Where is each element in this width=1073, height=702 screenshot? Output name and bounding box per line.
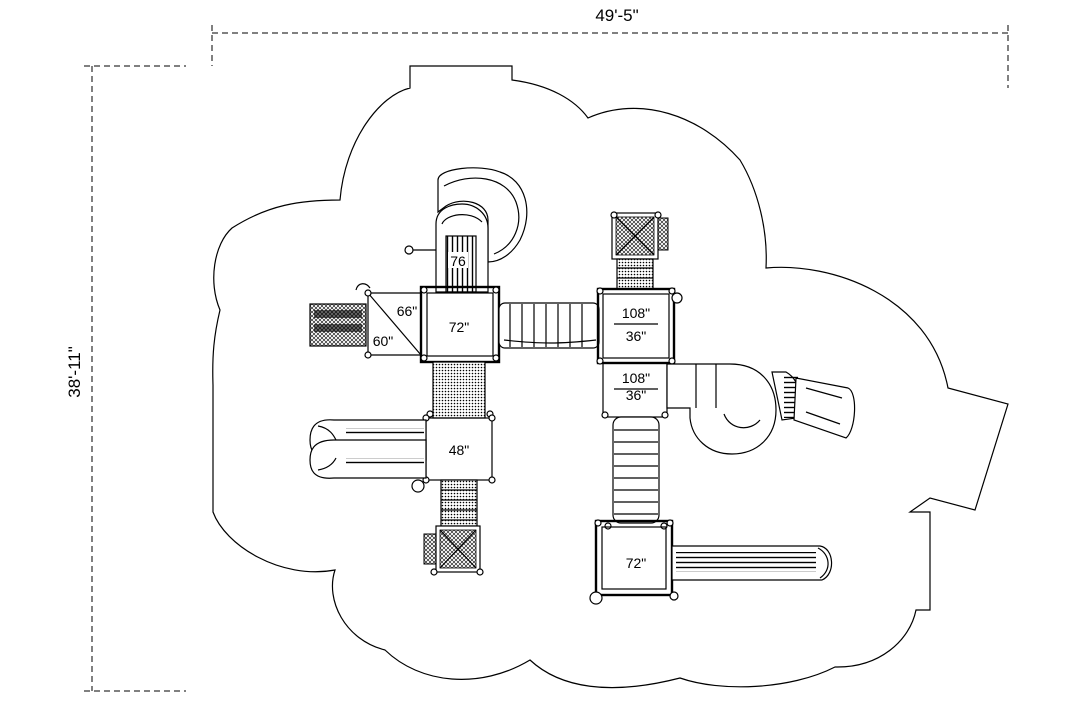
deck-c: 108" 36" — [601, 362, 669, 419]
deck-a-label: 72" — [449, 319, 470, 335]
slide-right-bottom — [671, 545, 833, 581]
deck-d-label: 48" — [449, 442, 470, 458]
tube-slide-right — [666, 363, 856, 455]
stair-height-label: 76 — [450, 253, 466, 269]
climber-bottom-left — [423, 525, 484, 576]
deck-e-label: 72" — [626, 555, 647, 571]
transfer-platform: 66" 60" — [355, 283, 422, 359]
deck-b-top-label: 108" — [622, 305, 650, 321]
width-label: 49'-5" — [595, 6, 638, 25]
spiral-slide-upper — [437, 167, 528, 263]
height-dimension: 38'-11" — [64, 65, 186, 692]
stairs-a-to-d — [426, 361, 494, 419]
height-label: 38'-11" — [65, 346, 84, 398]
width-dimension: 49'-5" — [211, 4, 1009, 88]
deck-c-top-label: 108" — [622, 370, 650, 386]
stair-tower: 76 — [404, 203, 489, 293]
climber-top-right — [610, 211, 669, 260]
ramp-lower-label: 60" — [373, 333, 394, 349]
ramp-upper-label: 66" — [397, 303, 418, 319]
deck-d: 48" — [422, 414, 496, 484]
safety-zone-outline — [212, 65, 1009, 689]
double-slide-left — [309, 419, 427, 493]
deck-e: 72" — [589, 519, 679, 605]
tube-bridge — [498, 302, 600, 349]
deck-c-bottom-label: 36" — [626, 387, 647, 403]
tube-bridge-vertical — [604, 416, 668, 530]
deck-a: 72" — [419, 285, 501, 364]
stairs-top-right — [616, 258, 654, 290]
climbing-wall-panel — [309, 303, 367, 347]
stairs-d-down — [440, 479, 478, 527]
deck-b: 108" 36" — [596, 287, 683, 365]
deck-b-bottom-label: 36" — [626, 328, 647, 344]
